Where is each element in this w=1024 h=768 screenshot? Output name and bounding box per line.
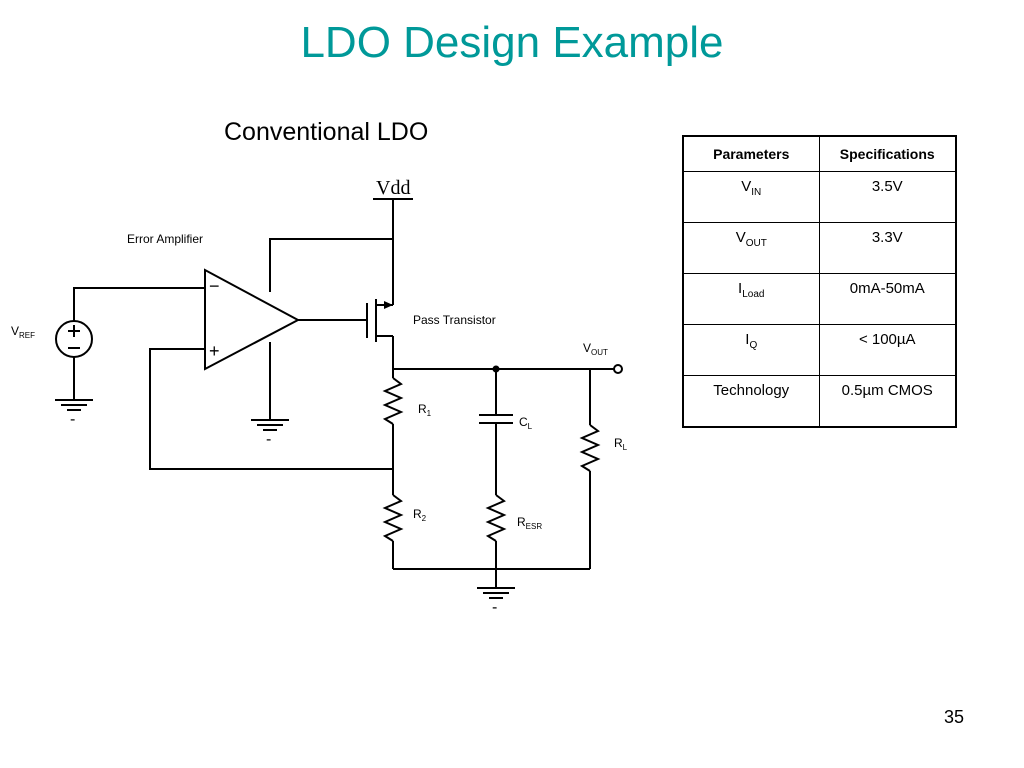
resr-label: RESR (517, 515, 542, 531)
amp-top-wire (269, 238, 393, 292)
ground-label-vref: - (70, 411, 75, 428)
table-row: IQ < 100µA (682, 324, 957, 376)
ground-label-output: - (492, 599, 497, 616)
feedback-wire (149, 348, 393, 470)
table-row: VIN 3.5V (682, 171, 957, 223)
error-amplifier-symbol (204, 268, 301, 371)
ground-symbol-output (477, 587, 515, 599)
table-header-specifications: Specifications (818, 135, 957, 172)
table-row: Technology 0.5µm CMOS (682, 375, 957, 427)
r1-resistor (382, 377, 404, 425)
table-cell-param: VOUT (682, 222, 820, 274)
vref-label: VREF (11, 324, 35, 340)
table-cell-param: VIN (682, 171, 820, 223)
table-row: ILoad 0mA-50mA (682, 273, 957, 325)
ground-symbol-vref (55, 399, 93, 411)
amp-minus-sign: − (209, 276, 220, 296)
table-header-row: Parameters Specifications (682, 135, 957, 172)
vref-wire (73, 287, 205, 322)
resr-resistor (485, 494, 507, 542)
error-amplifier-label: Error Amplifier (127, 232, 203, 246)
circuit-subtitle: Conventional LDO (224, 118, 429, 146)
table-cell-spec: 3.5V (818, 171, 957, 223)
r2-resistor (382, 494, 404, 542)
specifications-table: Parameters Specifications VIN 3.5V VOUT … (682, 135, 957, 428)
r2-label: R2 (413, 507, 427, 523)
cl-label: CL (519, 415, 533, 431)
table-cell-param: Technology (682, 375, 820, 427)
ground-symbol-amp (251, 419, 289, 431)
table-cell-spec: 0.5µm CMOS (818, 375, 957, 427)
table-cell-param: ILoad (682, 273, 820, 325)
vout-terminal (613, 364, 623, 374)
vout-junction-dot (492, 365, 500, 373)
rl-resistor (579, 424, 601, 472)
table-row: VOUT 3.3V (682, 222, 957, 274)
rl-label: RL (614, 436, 628, 452)
table-cell-spec: 0mA-50mA (818, 273, 957, 325)
ground-label-amp: - (266, 431, 271, 448)
table-cell-spec: 3.3V (818, 222, 957, 274)
r1-label: R1 (418, 402, 432, 418)
amp-plus-sign: + (209, 341, 220, 361)
pass-transistor-label: Pass Transistor (413, 313, 496, 327)
table-cell-param: IQ (682, 324, 820, 376)
vout-label: VOUT (583, 341, 608, 357)
slide-title: LDO Design Example (300, 18, 724, 67)
table-cell-spec: < 100µA (818, 324, 957, 376)
table-header-parameters: Parameters (682, 135, 820, 172)
pmos-arrow (384, 301, 393, 309)
vdd-label: Vdd (376, 177, 410, 199)
page-number: 35 (943, 707, 964, 727)
